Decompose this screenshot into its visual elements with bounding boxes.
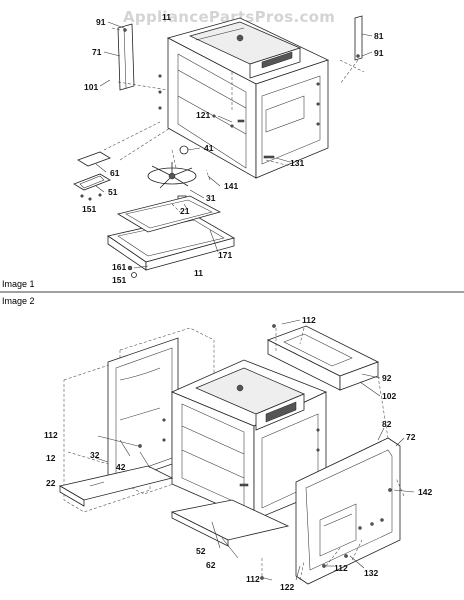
callout-91-right: 91 (374, 48, 384, 58)
callout-81: 81 (374, 31, 384, 41)
callout-12: 12 (46, 453, 56, 463)
callout-121: 121 (196, 110, 210, 120)
callout-52: 52 (196, 546, 206, 556)
image1-oven-cavity (158, 17, 330, 179)
callout-51: 51 (108, 187, 118, 197)
callout-61: 61 (110, 168, 120, 178)
callout-11-top: 11 (162, 12, 171, 22)
callout-102: 102 (382, 391, 396, 401)
callout-71: 71 (92, 47, 102, 57)
callout-132: 132 (364, 568, 378, 578)
image2-exploded-view: 112 92 102 82 72 112 12 32 42 22 142 52 … (44, 315, 432, 592)
callout-142: 142 (418, 487, 432, 497)
image1-right-trim (354, 15, 363, 61)
callout-82: 82 (382, 419, 392, 429)
image1-caption: Image 1 (2, 279, 35, 289)
image2-bottom-trims (58, 465, 290, 547)
callout-131: 131 (290, 158, 304, 168)
image1-bake-element (116, 195, 222, 233)
image2-caption: Image 2 (2, 296, 35, 306)
callout-112-right: 112 (334, 563, 348, 573)
image1-bottom-pan (107, 215, 236, 271)
callout-122: 122 (280, 582, 294, 592)
image1-light-assembly (73, 151, 111, 201)
callout-91-top: 91 (96, 17, 106, 27)
callout-161: 161 (112, 262, 126, 272)
callout-112-top: 112 (302, 315, 316, 325)
callout-32: 32 (90, 450, 100, 460)
callout-22: 22 (46, 478, 56, 488)
callout-62: 62 (206, 560, 216, 570)
callout-72: 72 (406, 432, 416, 442)
callout-171: 171 (218, 250, 232, 260)
callout-141: 141 (224, 181, 238, 191)
image2-oven-cavity (162, 359, 328, 521)
callout-112-bottom: 112 (246, 574, 260, 584)
watermark-text: AppliancePartsPros.com (123, 8, 335, 26)
image1-convection-fan (147, 145, 197, 205)
callout-11-bottom: 11 (194, 268, 203, 278)
image1-left-trim (117, 23, 135, 91)
callout-31: 31 (206, 193, 216, 203)
callout-92: 92 (382, 373, 392, 383)
callout-21: 21 (180, 206, 190, 216)
callout-112-left: 112 (44, 430, 58, 440)
callout-42: 42 (116, 462, 126, 472)
callout-151-mid: 151 (82, 204, 96, 214)
callout-151-bottom: 151 (112, 275, 126, 285)
callout-101: 101 (84, 82, 98, 92)
image1-exploded-view: 91 11 71 101 81 91 121 41 131 61 51 141 … (73, 12, 384, 285)
callout-41: 41 (204, 143, 214, 153)
